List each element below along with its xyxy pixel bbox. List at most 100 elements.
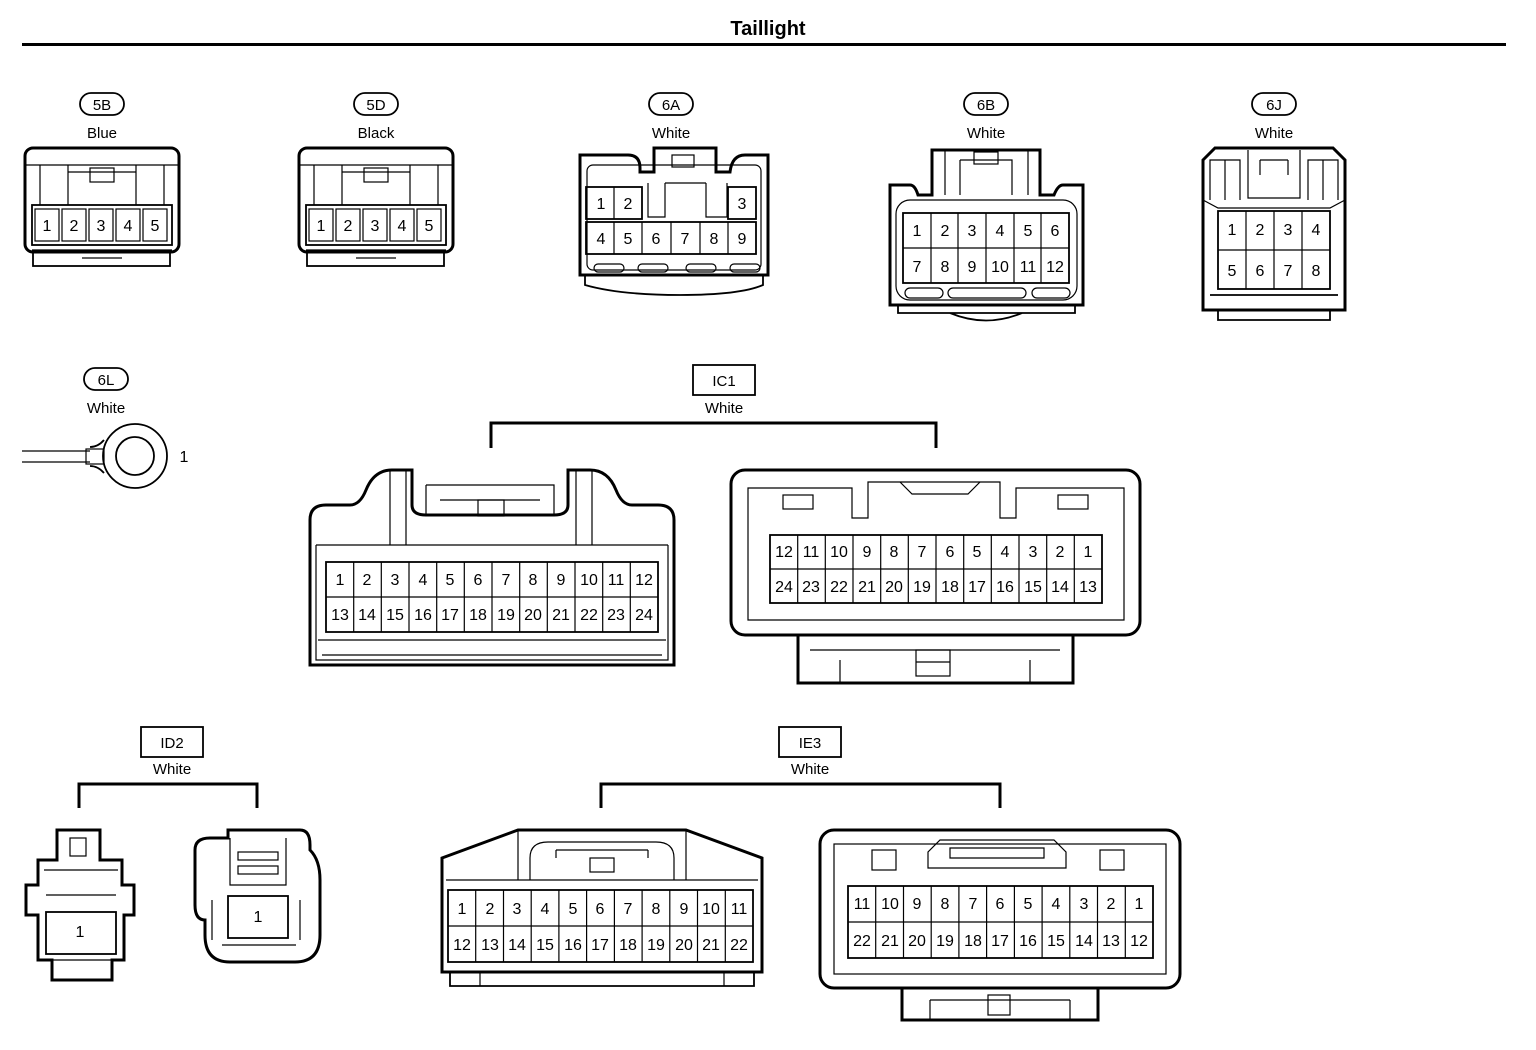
pin-number: 21 (702, 937, 720, 954)
pin-number: 2 (1107, 896, 1116, 913)
pin-number: 19 (913, 579, 931, 596)
pin-number: 7 (502, 572, 511, 589)
pin-number: 20 (885, 579, 903, 596)
pin-number: 18 (469, 607, 487, 624)
pin-number: 17 (591, 937, 609, 954)
pin-number: 3 (738, 196, 747, 213)
pin-number: 5 (1024, 896, 1033, 913)
pin-number: 17 (968, 579, 986, 596)
pin-number: 4 (996, 223, 1005, 240)
pin-number: 22 (730, 937, 748, 954)
pin-number: 8 (652, 901, 661, 918)
pin-number: 22 (580, 607, 598, 624)
pin-number: 1 (458, 901, 467, 918)
ic1-male-housing (308, 468, 676, 667)
pin-number: 2 (363, 572, 372, 589)
pin-number: 11 (854, 896, 871, 913)
title-divider (22, 43, 1506, 46)
connector-6b: 6B White 1 2 3 4 5 6 7 8 9 10 (888, 92, 1085, 322)
pin-number: 22 (853, 933, 871, 950)
pin-number: 22 (830, 579, 848, 596)
pin-number: 1 (336, 572, 345, 589)
pin-grid (31, 204, 173, 246)
pin-number: 16 (564, 937, 582, 954)
pin-number: 3 (371, 218, 380, 235)
pin-grid (1217, 210, 1331, 290)
pin-number: 1 (1084, 544, 1093, 561)
pin-number: 6 (996, 896, 1005, 913)
pin-number: 5 (973, 544, 982, 561)
pin-number: 21 (881, 933, 899, 950)
pin-number: 3 (97, 218, 106, 235)
pin-number: 14 (358, 607, 376, 624)
pin-cells (308, 208, 442, 242)
pin-number: 9 (738, 231, 747, 248)
pin-number: 6 (1256, 263, 1265, 280)
pin-number: 11 (1020, 259, 1037, 276)
pin-number: 12 (775, 544, 793, 561)
connector-housing (1201, 146, 1347, 321)
pin-cells (34, 208, 168, 242)
pin-grid (325, 561, 659, 633)
connector-ie3: IE3 White 1 2 (440, 726, 1182, 1022)
connector-id-badge (79, 92, 125, 116)
pin-number: 18 (964, 933, 982, 950)
pin-number: 3 (1029, 544, 1038, 561)
connector-housing (578, 146, 770, 296)
connector-id-badge (648, 92, 694, 116)
pin-number: 7 (624, 901, 633, 918)
connector-color: White (652, 125, 690, 142)
id2-female-housing (193, 828, 322, 964)
pin-number: 6 (946, 544, 955, 561)
pin-number: 15 (386, 607, 404, 624)
pin-number: 2 (70, 218, 79, 235)
pin-number: 1 (597, 196, 606, 213)
connector-5b: 5B Blue 1 2 3 4 5 (23, 92, 181, 267)
ie3-female-housing (818, 828, 1182, 1022)
pin-number: 7 (918, 544, 927, 561)
pin-number: 19 (936, 933, 954, 950)
connector-color: White (705, 400, 743, 417)
ic1-female-housing (729, 468, 1142, 685)
pin-number: 2 (624, 196, 633, 213)
connector-id: 6B (977, 97, 995, 114)
pin-number: 3 (1080, 896, 1089, 913)
pin-number: 1 (1228, 222, 1237, 239)
pin-number: 19 (647, 937, 665, 954)
pin-number: 10 (881, 896, 899, 913)
pin-number: 2 (1256, 222, 1265, 239)
pin-number: 9 (863, 544, 872, 561)
pin-number: 5 (425, 218, 434, 235)
pin-number: 13 (1079, 579, 1097, 596)
connector-id-box (140, 726, 204, 758)
pair-bracket (489, 421, 938, 448)
pin-number: 7 (1284, 263, 1293, 280)
pin-number: 12 (1130, 933, 1148, 950)
pin-number: 3 (1284, 222, 1293, 239)
pin-number: 3 (391, 572, 400, 589)
pin-number: 1 (254, 909, 263, 926)
pin-number: 17 (991, 933, 1009, 950)
pin-number: 8 (1312, 263, 1321, 280)
pin-number: 16 (1019, 933, 1037, 950)
pin-number: 19 (497, 607, 515, 624)
connector-id-box (692, 364, 756, 396)
connector-6j: 6J White 1 2 3 4 5 6 7 8 (1201, 92, 1347, 321)
pin-number: 14 (1075, 933, 1093, 950)
pin-number: 18 (941, 579, 959, 596)
connector-id2: ID2 White 1 1 (24, 726, 322, 982)
pair-bracket (77, 782, 259, 808)
connector-id: 5B (93, 97, 111, 114)
connector-6a: 6A White 1 2 3 4 5 (578, 92, 770, 296)
pin-number: 12 (1046, 259, 1064, 276)
pin-number: 1 (317, 218, 326, 235)
pin-number: 1 (913, 223, 922, 240)
pin-number: 15 (1024, 579, 1042, 596)
pin-number: 7 (681, 231, 690, 248)
connector-id-badge (963, 92, 1009, 116)
pin-number: 9 (680, 901, 689, 918)
pin-number: 7 (969, 896, 978, 913)
pin-grid (585, 186, 757, 255)
connector-housing (888, 148, 1085, 322)
connector-id-badge (353, 92, 399, 116)
